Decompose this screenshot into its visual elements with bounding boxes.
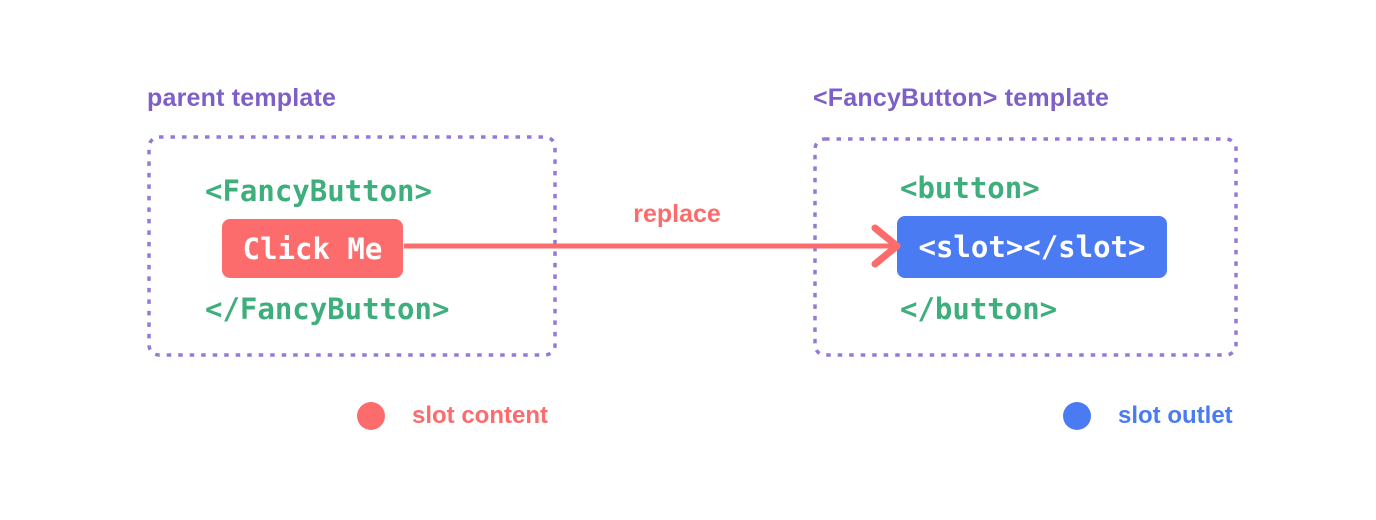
fancybutton-close-tag: </FancyButton> (205, 292, 450, 326)
button-close-tag: </button> (900, 292, 1058, 326)
button-open-tag: <button> (900, 171, 1040, 205)
fancybutton-template-title: <FancyButton> template (813, 84, 1110, 112)
slot-content-label: slot content (412, 402, 548, 429)
legend-slot-content: slot content (357, 402, 548, 430)
parent-template-box (147, 135, 557, 357)
fancybutton-open-tag: <FancyButton> (205, 174, 432, 208)
slot-outlet-dot-icon (1063, 402, 1091, 430)
parent-template-title: parent template (147, 84, 337, 112)
dashed-border (147, 135, 557, 357)
click-me-button: Click Me (222, 219, 403, 278)
slot-outlet-button: <slot></slot> (897, 216, 1167, 278)
click-me-label: Click Me (242, 231, 383, 266)
slot-outlet-label: <slot></slot> (918, 230, 1146, 264)
replace-label: replace (633, 200, 721, 228)
slot-outlet-legend-label: slot outlet (1118, 402, 1233, 429)
replace-arrow (404, 224, 901, 268)
slot-content-dot-icon (357, 402, 385, 430)
legend-slot-outlet: slot outlet (1063, 402, 1233, 430)
